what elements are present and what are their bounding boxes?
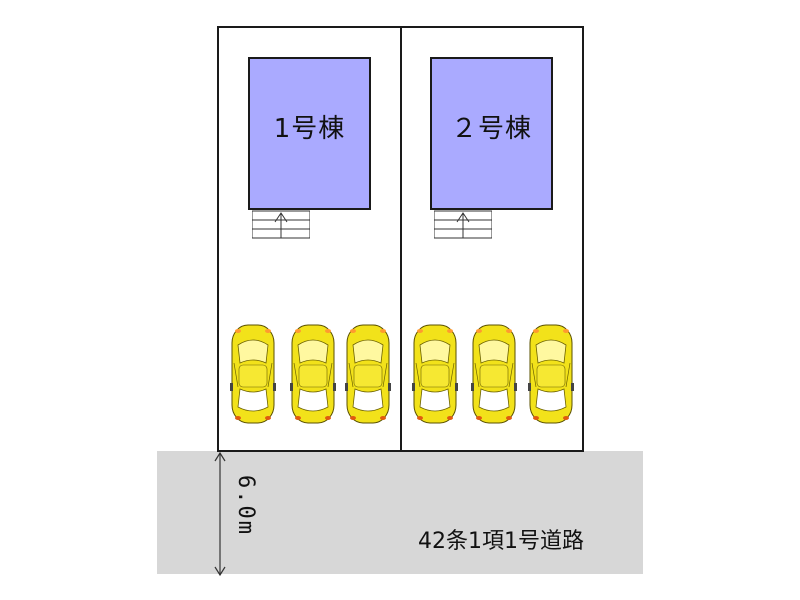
entrance-steps-icon [434, 210, 492, 239]
building-2-label: ２号棟 [450, 114, 532, 144]
car-icon [230, 323, 276, 425]
building-1: 1号棟 [248, 57, 371, 210]
dimension-arrow-icon [214, 451, 226, 577]
entrance-steps-icon [252, 210, 310, 239]
building-2: ２号棟 [430, 57, 553, 210]
road-area [157, 451, 643, 574]
building-1-label: 1号棟 [273, 114, 346, 144]
car-icon [290, 323, 336, 425]
car-icon [345, 323, 391, 425]
car-icon [471, 323, 517, 425]
road-width-label: 6.0m [233, 475, 258, 536]
road-label: 42条1項1号道路 [418, 529, 584, 554]
car-icon [412, 323, 458, 425]
car-icon [528, 323, 574, 425]
